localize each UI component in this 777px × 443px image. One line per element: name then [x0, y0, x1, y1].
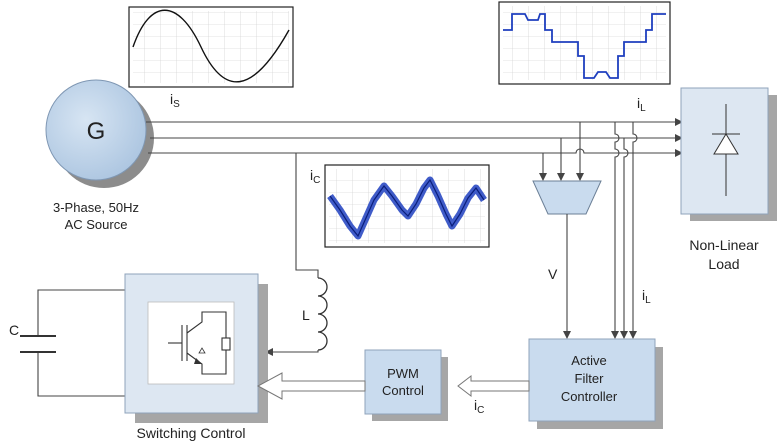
reference-current-label: iC: [474, 397, 484, 416]
active-filter-controller-block: [528, 338, 663, 429]
switching-caption: Switching Control: [137, 425, 246, 441]
pwm-control-block: [364, 349, 448, 421]
phase-line-c: [148, 148, 683, 157]
inductor-coil: [317, 277, 328, 351]
filter-branch-line: [295, 153, 319, 278]
compensating-current-label: iC: [310, 167, 320, 186]
non-linear-load: [680, 87, 777, 221]
generator-circle: [45, 79, 147, 181]
controller-label-line2: Filter: [575, 371, 605, 386]
pwm-label-line1: PWM: [387, 366, 419, 381]
capacitor-label: C: [9, 322, 19, 338]
pwm-to-switch-arrow: [256, 372, 366, 400]
source-current-waveform: [128, 6, 294, 88]
inductor-label: L: [302, 307, 310, 323]
generator-symbol: G: [87, 118, 106, 145]
load-caption-line2: Load: [708, 256, 739, 272]
controller-label-line3: Controller: [561, 389, 618, 404]
inductor-to-switch-line: [265, 348, 319, 356]
load-caption-line1: Non-Linear: [689, 237, 759, 253]
diode-icon: [713, 133, 739, 155]
igbt-icon: [147, 301, 235, 385]
controller-to-pwm-arrow: [457, 374, 530, 398]
pwm-label-line2: Control: [382, 383, 424, 398]
three-phase-lines: [146, 118, 683, 157]
load-current-label: iL: [637, 95, 646, 114]
voltage-label: V: [548, 266, 558, 282]
voltage-sensor: [532, 180, 602, 215]
switching-block: [124, 273, 268, 423]
compensating-current-waveform: [324, 164, 490, 248]
load-current-taps: [611, 122, 638, 339]
sine-trace: [132, 9, 290, 83]
source-caption-line1: 3-Phase, 50Hz: [53, 200, 139, 215]
controller-label-line1: Active: [571, 353, 606, 368]
capacitor-circuit: [37, 289, 128, 397]
source-caption-line2: AC Source: [65, 217, 128, 232]
load-current-waveform: [498, 1, 671, 85]
load-current-label-2: iL: [642, 287, 651, 306]
stepped-trace: [503, 13, 666, 79]
generator: G: [45, 79, 154, 188]
voltage-taps: [539, 122, 584, 181]
source-current-label: iS: [170, 91, 180, 110]
